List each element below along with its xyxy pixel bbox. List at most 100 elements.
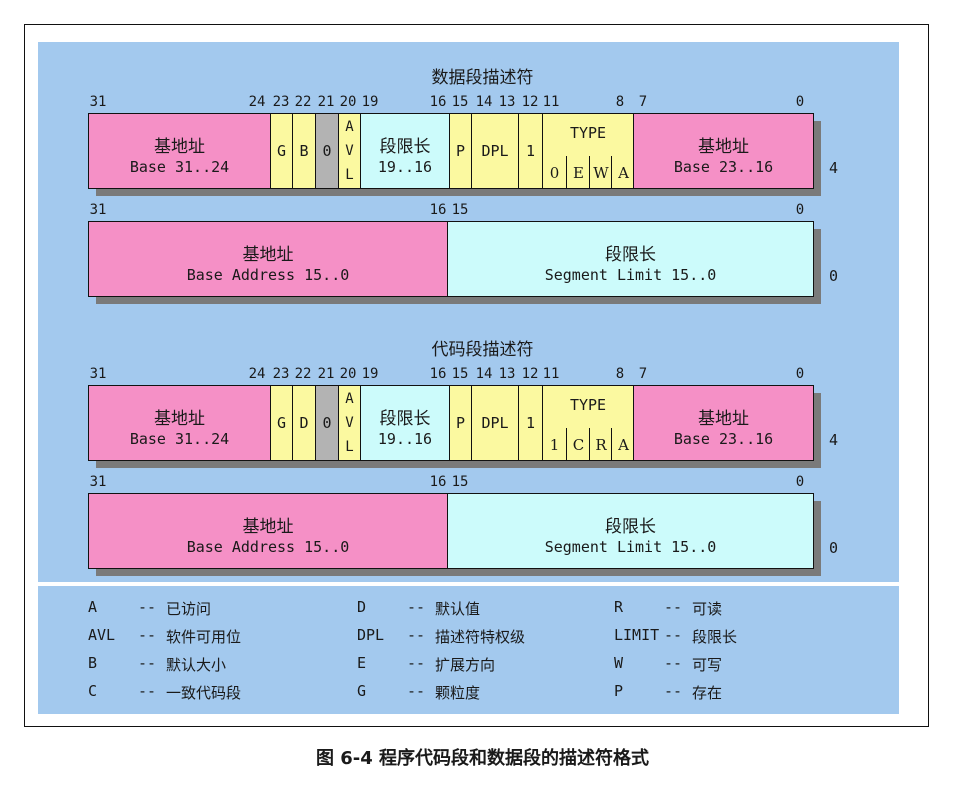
avl-letter: V (345, 415, 354, 431)
legend-separator: -- (664, 654, 683, 672)
type-bit: R (589, 428, 612, 460)
field-name-cn: 基地址 (154, 137, 205, 157)
bit-number-label: 14 (475, 366, 493, 382)
legend-key: B (88, 654, 98, 672)
bit-number-label: 0 (795, 474, 805, 490)
legend-key: DPL (357, 626, 385, 644)
type-bit: 0 (549, 164, 560, 182)
bit-number-label: 22 (294, 94, 312, 110)
legend-description: 颗粒度 (435, 684, 481, 702)
bit-number-label: 24 (248, 366, 266, 382)
legend-item: LIMIT--段限长 (614, 626, 737, 646)
legend-item: P--存在 (614, 682, 722, 702)
field-label: DPL (481, 414, 509, 432)
field-label: 0 (322, 414, 332, 432)
field-label: P (455, 414, 466, 432)
bit-number-label: 15 (451, 474, 469, 490)
avl-letter: L (345, 439, 354, 455)
legend-description: 存在 (692, 684, 723, 702)
bit-number-label: 31 (89, 366, 107, 382)
field-label: DPL (481, 142, 509, 160)
bit-number-label: 22 (294, 366, 312, 382)
legend-item: W--可写 (614, 654, 722, 674)
bit-number-label: 16 (429, 474, 447, 490)
legend-description: 可读 (692, 600, 723, 618)
bit-number-label: 8 (615, 366, 625, 382)
dpl-field: DPL (471, 113, 519, 189)
legend-separator: -- (407, 682, 426, 700)
field-name-cn: 基地址 (242, 245, 294, 265)
legend-key: G (357, 682, 367, 700)
type-label: TYPE (569, 396, 607, 414)
legend-key: E (357, 654, 367, 672)
field-name-cn: 基地址 (154, 409, 205, 429)
bit-number-label: 8 (615, 94, 625, 110)
bit-number-label: 21 (317, 94, 335, 110)
field-bits-label: 19..16 (377, 430, 433, 448)
bit-number-label: 12 (521, 94, 539, 110)
legend-separator: -- (407, 654, 426, 672)
legend-separator: -- (138, 654, 157, 672)
field-bits-label: Base 23..16 (673, 430, 774, 448)
avl-letter: L (345, 167, 354, 183)
avl-letter: A (345, 391, 354, 407)
legend-item: C--一致代码段 (88, 682, 241, 702)
field-name-cn: 基地址 (242, 517, 294, 537)
default-size-bit: D (292, 385, 316, 461)
bit-number-label: 16 (429, 202, 447, 218)
legend-item: AVL--软件可用位 (88, 626, 241, 646)
bit-number-label: 0 (795, 94, 805, 110)
granularity-bit: G (270, 385, 293, 461)
bit-number-label: 14 (475, 94, 493, 110)
legend-item: B--默认大小 (88, 654, 226, 674)
field-label: D (299, 414, 309, 432)
bit-number-label: 19 (361, 366, 379, 382)
field-bits-label: Segment Limit 15..0 (544, 538, 717, 556)
bit-number-label: 11 (542, 94, 560, 110)
legend-description: 扩展方向 (435, 656, 496, 674)
field-bits-label: 19..16 (377, 158, 433, 176)
legend-item: A--已访问 (88, 598, 211, 618)
section-title: 数据段描述符 (431, 68, 534, 88)
legend-separator: -- (138, 598, 157, 616)
bit-number-label: 20 (339, 366, 357, 382)
field-label: B (299, 142, 309, 160)
legend-item: D--默认值 (357, 598, 480, 618)
type-bit: 1 (549, 436, 560, 454)
bit-number-label: 31 (89, 474, 107, 490)
avl-letter: A (345, 119, 354, 135)
figure-caption: 图 6-4 程序代码段和数据段的描述符格式 (315, 748, 650, 769)
field-label: G (276, 142, 287, 160)
legend-key: P (614, 682, 624, 700)
bit-number-label: 7 (638, 366, 648, 382)
legend-key: LIMIT (614, 626, 660, 644)
legend-separator: -- (138, 682, 157, 700)
field-name-cn: 基地址 (698, 137, 749, 157)
field-bits-label: Segment Limit 15..0 (544, 266, 717, 284)
type-bit: A (611, 428, 633, 460)
legend-description: 段限长 (692, 628, 738, 646)
bit-number-label: 31 (89, 202, 107, 218)
field-label: P (455, 142, 466, 160)
default-size-bit: B (292, 113, 316, 189)
bit-number-label: 24 (248, 94, 266, 110)
section-title: 代码段描述符 (431, 340, 534, 360)
descriptor-type-bit: 1 (518, 113, 543, 189)
reserved-zero-bit: 0 (315, 385, 339, 461)
bit-number-label: 15 (451, 366, 469, 382)
legend-separator: -- (407, 598, 426, 616)
type-label: TYPE (569, 124, 607, 142)
descriptor-type-bit: 1 (518, 385, 543, 461)
legend-key: A (88, 598, 98, 616)
avl-letter: V (345, 143, 354, 159)
byte-offset-label: 4 (829, 159, 839, 177)
